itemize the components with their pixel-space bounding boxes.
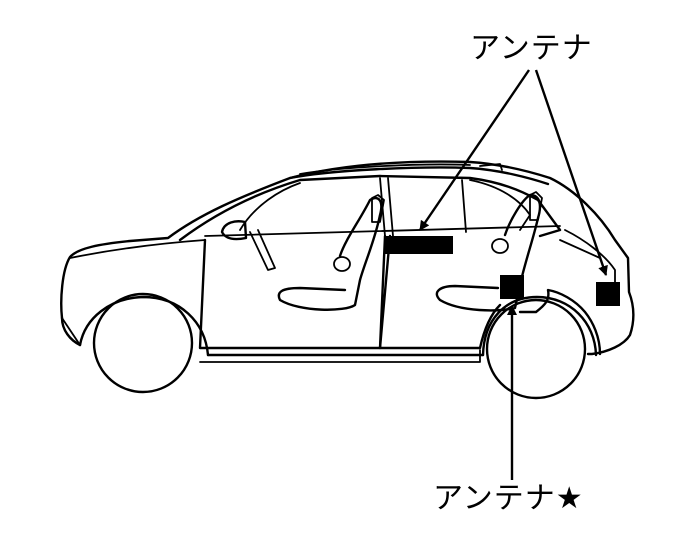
antenna-marker-tailgate <box>596 282 620 306</box>
rear-wheel <box>485 298 587 400</box>
front-wheel <box>92 292 194 394</box>
car-body-outline <box>60 160 635 400</box>
antenna-label-bottom: アンテナ★ <box>433 481 584 516</box>
arrow-top-to-center <box>419 69 530 231</box>
antenna-label-top: アンテナ <box>470 31 593 66</box>
antenna-marker-rear-seat <box>500 275 524 299</box>
antenna-marker-center <box>385 236 453 254</box>
arrow-top-to-tailgate <box>534 69 608 276</box>
